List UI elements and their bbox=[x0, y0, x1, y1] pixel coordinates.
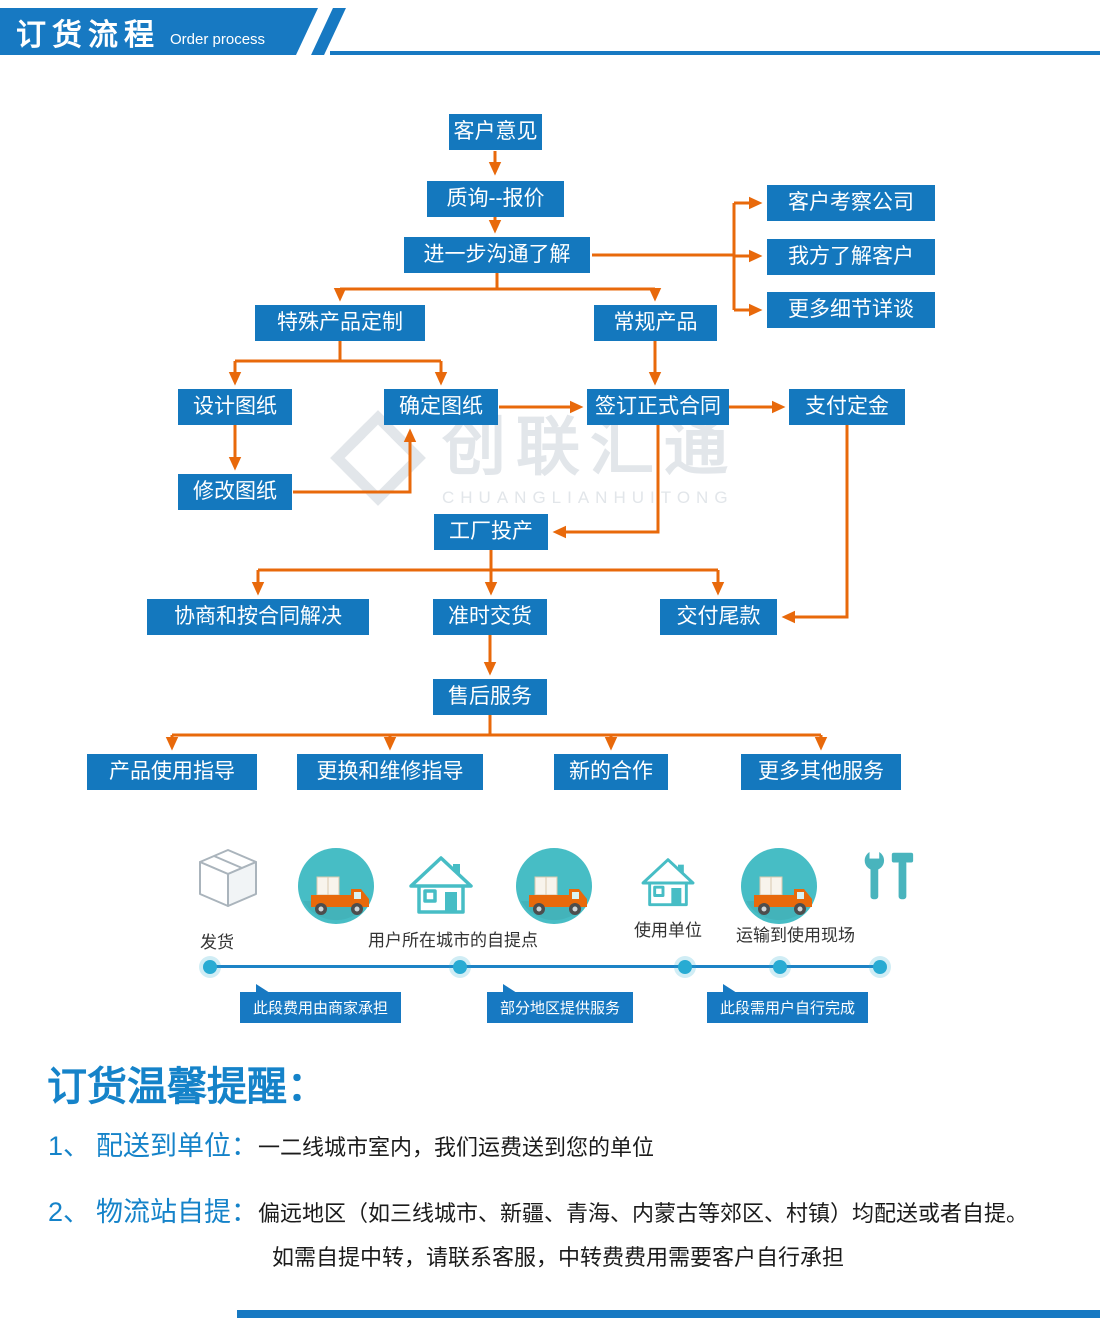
tools-icon bbox=[864, 846, 914, 900]
flow-node-confirm-drawings: 确定图纸 bbox=[384, 389, 498, 425]
flow-node-pay-deposit: 支付定金 bbox=[789, 389, 905, 425]
truck-icon bbox=[298, 848, 374, 924]
flow-node-customer-opinion: 客户意见 bbox=[449, 114, 542, 150]
flow-node-replace-repair-guidance: 更换和维修指导 bbox=[297, 754, 483, 790]
flow-node-more-other-services: 更多其他服务 bbox=[741, 754, 901, 790]
flow-node-sign-formal-contract: 签订正式合同 bbox=[587, 389, 729, 425]
watermark-en-text: CHUANGLIANHUITONG bbox=[442, 488, 734, 507]
house-icon bbox=[641, 858, 695, 907]
header-banner: 订货流程 Order process bbox=[0, 8, 318, 55]
truck-icon bbox=[516, 848, 592, 924]
timeline-dot bbox=[773, 960, 787, 974]
flow-node-design-drawings: 设计图纸 bbox=[178, 389, 292, 425]
timeline-dot bbox=[873, 960, 887, 974]
flow-node-special-product-custom: 特殊产品定制 bbox=[255, 305, 425, 341]
timeline-tag-merchant-cost: 此段费用由商家承担 bbox=[240, 984, 402, 1023]
flow-node-regular-product: 常规产品 bbox=[594, 305, 717, 341]
header-underline bbox=[330, 51, 1100, 55]
flow-node-product-usage-guidance: 产品使用指导 bbox=[87, 754, 257, 790]
reminder-item-text: 一二线城市室内，我们运费送到您的单位 bbox=[258, 1135, 655, 1160]
timeline-dot bbox=[678, 960, 692, 974]
footer-bar bbox=[237, 1310, 1100, 1318]
flow-node-more-details-talk: 更多细节详谈 bbox=[767, 292, 935, 328]
reminder-item-text: 偏远地区（如三线城市、新疆、青海、内蒙古等郊区、村镇）均配送或者自提。 bbox=[258, 1201, 1029, 1226]
step-label-city-pickup: 用户所在城市的自提点 bbox=[368, 931, 538, 950]
truck-icon bbox=[741, 848, 817, 924]
flow-node-we-understand-client: 我方了解客户 bbox=[767, 239, 935, 275]
flow-node-pay-balance: 交付尾款 bbox=[660, 599, 777, 635]
flow-node-client-visits-company: 客户考察公司 bbox=[767, 185, 935, 221]
timeline-tag-user-complete: 此段需用户自行完成 bbox=[707, 984, 869, 1023]
reminder-item-number: 2、 bbox=[48, 1197, 91, 1227]
flow-arrows bbox=[165, 151, 849, 751]
timeline-line bbox=[210, 965, 880, 968]
flow-node-on-time-delivery: 准时交货 bbox=[433, 599, 547, 635]
flow-node-negotiate-per-contract: 协商和按合同解决 bbox=[147, 599, 369, 635]
timeline-tag-partial-service: 部分地区提供服务 bbox=[487, 984, 634, 1023]
step-label-transport-site: 运输到使用现场 bbox=[736, 926, 855, 945]
flow-node-factory-production: 工厂投产 bbox=[434, 514, 548, 550]
step-label-shipping: 发货 bbox=[200, 933, 234, 952]
reminder-item-pickup: 2、 物流站自提： 偏远地区（如三线城市、新疆、青海、内蒙古等郊区、村镇）均配送… bbox=[48, 1190, 1028, 1229]
step-label-user-unit: 使用单位 bbox=[634, 921, 702, 940]
reminder-item-number: 1、 bbox=[48, 1131, 91, 1161]
flow-node-after-sales-service: 售后服务 bbox=[433, 679, 547, 715]
reminder-item-label: 物流站自提： bbox=[96, 1197, 259, 1227]
reminder-item-text-continued: 如需自提中转，请联系客服，中转费费用需要客户自行承担 bbox=[272, 1245, 845, 1270]
brand-logo-icon bbox=[330, 410, 426, 506]
shipping-box-icon bbox=[199, 849, 257, 907]
reminder-item-delivery: 1、 配送到单位： 一二线城市室内，我们运费送到您的单位 bbox=[48, 1124, 654, 1163]
flow-node-inquiry-quote: 质询--报价 bbox=[427, 181, 564, 217]
reminder-item-label: 配送到单位： bbox=[96, 1131, 259, 1161]
timeline-dot bbox=[453, 960, 467, 974]
flow-node-modify-drawings: 修改图纸 bbox=[178, 474, 292, 510]
timeline-dot bbox=[203, 960, 217, 974]
page-subtitle: Order process bbox=[170, 31, 266, 48]
page-title: 订货流程 bbox=[16, 18, 160, 52]
reminder-title: 订货温馨提醒： bbox=[47, 1065, 327, 1109]
flow-node-new-cooperation: 新的合作 bbox=[554, 754, 668, 790]
flow-node-further-communication: 进一步沟通了解 bbox=[404, 237, 590, 273]
house-icon bbox=[409, 856, 473, 914]
